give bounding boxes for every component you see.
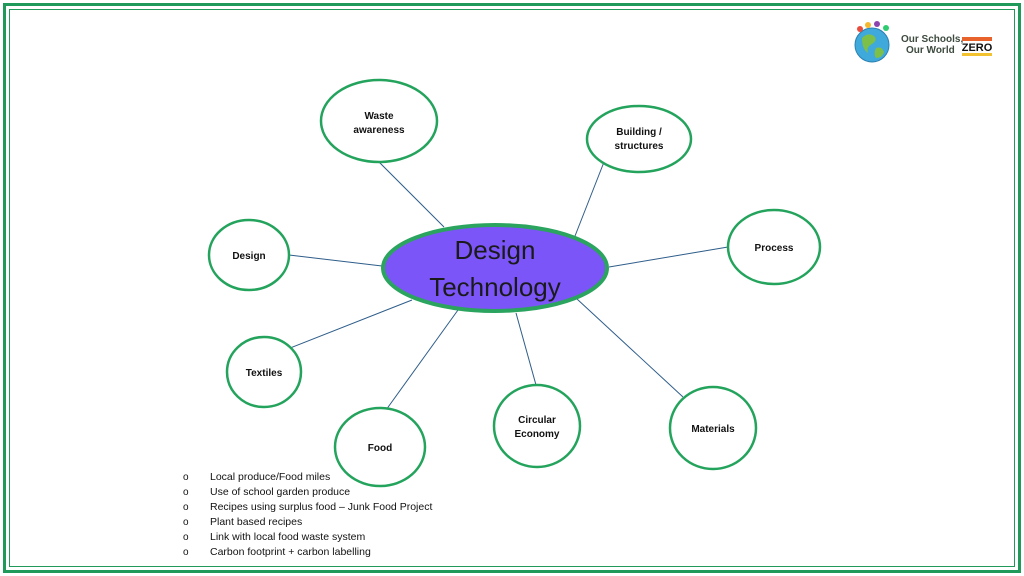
food-note-item: o Local produce/Food miles [183,470,432,485]
node-process-label: Process [755,243,794,254]
connector-design [288,254,383,267]
food-note-item: o Use of school garden produce [183,485,432,500]
food-note-text: Carbon footprint + carbon labelling [210,546,371,558]
node-design: Design [207,218,291,292]
food-note-item: o Carbon footprint + carbon labelling [183,545,432,560]
node-circular-economy-line-2: Economy [514,429,559,440]
connector-lines [246,161,729,411]
our-schools-our-world-logo: Our Schools, Our World ZERO [854,21,993,63]
bullet-marker: o [183,487,189,498]
node-circular-economy: Circular Economy [492,383,582,469]
connector-circular-economy [515,312,537,386]
node-waste-awareness-line-2: awareness [353,125,405,136]
food-note-text: Local produce/Food miles [210,471,331,483]
connector-materials [576,298,684,398]
zero-partner-text: ZERO [962,42,993,54]
connector-building-structures [574,161,605,237]
bullet-marker: o [183,532,189,543]
bullet-marker: o [183,502,189,513]
food-note-text: Use of school garden produce [210,486,351,498]
node-food-label: Food [368,443,392,454]
node-building-structures-line-2: structures [615,141,664,152]
food-note-item: o Link with local food waste system [183,530,432,545]
globe-icon [854,21,890,63]
node-textiles: Textiles [225,335,303,409]
node-food: Food [333,406,427,488]
logo-line-2: Our World [906,45,955,56]
food-note-text: Plant based recipes [210,516,303,528]
food-note-text: Link with local food waste system [210,531,366,543]
slide-inner-border [9,9,1015,567]
node-materials: Materials [668,385,758,471]
node-materials-label: Materials [691,424,735,435]
node-circular-economy-line-1: Circular [518,415,556,426]
node-process: Process [726,208,822,286]
slide-outer-border [3,3,1021,573]
food-note-item: o Plant based recipes [183,515,432,530]
node-waste-awareness: Waste awareness [319,78,439,164]
node-center-design-technology: Design Technology [381,223,609,313]
center-line-2: Technology [429,272,561,302]
connector-food [385,309,459,411]
food-note-text: Recipes using surplus food – Junk Food P… [210,501,433,513]
bullet-marker: o [183,517,189,528]
bullet-marker: o [183,547,189,558]
connector-waste-awareness [378,161,445,228]
logo-line-1: Our Schools, [901,34,963,45]
node-waste-awareness-line-1: Waste [364,111,394,122]
node-building-structures-line-1: Building / [616,127,662,138]
node-design-label: Design [232,251,265,262]
node-building-structures: Building / structures [585,104,693,174]
bullet-marker: o [183,472,189,483]
food-note-item: o Recipes using surplus food – Junk Food … [183,500,432,515]
zero-partner-badge: ZERO [962,37,993,56]
node-textiles-label: Textiles [246,368,283,379]
center-line-1: Design [455,235,536,265]
connector-process [608,246,729,268]
